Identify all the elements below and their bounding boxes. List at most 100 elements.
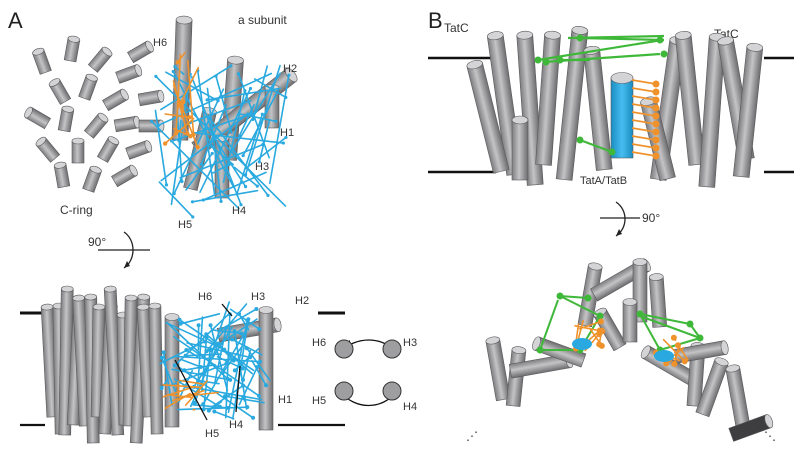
crosslink-blue-side <box>231 318 250 420</box>
crosslink-blue-side-end <box>248 355 253 360</box>
panel-b-letter: B <box>428 8 443 33</box>
crosslink-blue-end <box>266 193 270 197</box>
c-ring-helix <box>48 78 72 105</box>
crosslink-orange <box>631 127 657 133</box>
crosslink-blue-side <box>185 349 200 359</box>
crosslink-blue-end <box>274 119 278 123</box>
crosslink-blue-side-end <box>212 409 217 414</box>
crosslink-blue-side-end <box>184 347 189 352</box>
label-side-h1: H1 <box>278 394 292 406</box>
crosslink-blue-end <box>284 95 288 100</box>
crosslink-blue-side <box>234 347 260 372</box>
crosslink-blue-side-end <box>231 358 236 363</box>
crosslink-orange <box>631 103 657 109</box>
crosslink-green-top-end <box>636 310 644 318</box>
crosslink-blue-end <box>239 203 243 207</box>
crosslink-blue-end <box>199 162 203 166</box>
c-ring-helix <box>57 105 75 133</box>
crosslink-orange-end <box>652 112 660 120</box>
c-ring-helix <box>115 64 143 84</box>
tatc-right-helix <box>674 30 706 166</box>
crosslink-blue <box>233 166 259 187</box>
crosslink-blue <box>185 152 214 191</box>
crosslink-blue-side-end <box>206 408 211 413</box>
crosslink-orange-side <box>171 389 205 402</box>
c-ring-helix <box>24 106 51 130</box>
crosslink-blue-side <box>178 318 255 372</box>
tatc-left-helix <box>555 26 589 181</box>
c-ring-helix <box>71 137 85 164</box>
crosslink-blue <box>222 89 246 184</box>
crosslink-green-top <box>539 299 559 351</box>
crosslink-blue-end <box>243 89 247 93</box>
crosslink-blue-end <box>157 123 161 127</box>
tata-top-left <box>572 338 592 350</box>
crosslink-blue-side-end <box>192 400 197 405</box>
crosslink-blue-side <box>229 308 261 330</box>
crosslink-blue-end <box>243 184 248 189</box>
crosslink-orange <box>631 95 657 101</box>
c-ring-helix <box>63 35 81 63</box>
helix-schematic: H6 H3 H5 H4 <box>312 337 417 413</box>
a-side-helix-h1 <box>258 306 274 431</box>
crosslink-blue <box>160 113 249 182</box>
crosslink-blue-side <box>202 326 249 405</box>
crosslink-green-top-end <box>696 334 704 342</box>
c-ring-side-helix <box>148 302 164 435</box>
crosslink-blue-side-end <box>177 317 182 322</box>
crosslink-green-top <box>639 315 701 339</box>
crosslink-orange-side <box>178 379 204 385</box>
crosslink-blue-end <box>255 184 259 188</box>
crosslink-orange-top-right-end <box>671 360 678 367</box>
crosslink-blue-end <box>241 154 245 158</box>
crosslink-blue <box>208 116 269 197</box>
crosslink-blue-end <box>261 142 265 147</box>
crosslink-blue-end <box>284 135 288 140</box>
label-side-h6: H6 <box>198 291 212 303</box>
crosslink-blue <box>244 136 287 170</box>
crosslink-orange <box>187 59 195 136</box>
a-subunit-label: a subunit <box>238 13 287 27</box>
schematic-h5-circle <box>334 381 354 401</box>
crosslinks-orange-side <box>162 379 220 411</box>
c-ring-helix <box>78 73 98 101</box>
crosslink-blue-side <box>189 342 220 408</box>
crosslink-blue-side-end <box>239 331 244 336</box>
crosslink-blue <box>231 72 282 151</box>
crosslink-blue-end <box>248 86 253 91</box>
c-ring-helix <box>102 88 129 112</box>
crosslink-orange-top-left-end <box>596 331 603 338</box>
crosslink-blue-side <box>251 359 267 387</box>
c-ring-label: C-ring <box>60 203 93 217</box>
crosslink-green-top-end <box>596 312 604 320</box>
crosslink-orange <box>631 87 657 93</box>
crosslinks-top-view <box>536 292 704 367</box>
crosslink-orange-end <box>162 141 168 146</box>
crosslink-blue-side-end <box>241 394 246 399</box>
crosslink-orange <box>631 143 657 149</box>
label-top-h1: H1 <box>280 127 294 139</box>
label-side-h5: H5 <box>205 428 219 440</box>
crosslink-orange-top-left <box>574 325 604 333</box>
tatc-left-helix <box>583 45 613 171</box>
crosslink-green-end <box>576 136 584 144</box>
crosslink-blue <box>202 171 267 201</box>
crosslink-orange-end <box>187 115 192 120</box>
crosslink-blue-end <box>257 160 261 164</box>
crosslink-green-top <box>639 313 691 325</box>
crosslink-blue-side <box>185 385 263 401</box>
crosslink-blue-side <box>209 324 229 392</box>
rotation-arrow-a: 90° <box>88 231 150 269</box>
crosslink-blue-side <box>225 313 231 419</box>
tatc-top-helix <box>532 336 587 368</box>
tatc-left-helix <box>466 59 510 174</box>
crosslink-blue-end <box>219 199 223 203</box>
crosslink-blue <box>154 109 168 186</box>
crosslink-blue <box>160 64 232 111</box>
crosslink-blue <box>206 87 222 203</box>
tatc-right-helix <box>732 42 764 178</box>
crosslink-blue-side <box>213 410 235 420</box>
crosslink-blue-side-end <box>263 383 268 388</box>
tatc-top-view <box>485 258 774 442</box>
membrane-lines-b <box>428 56 794 174</box>
